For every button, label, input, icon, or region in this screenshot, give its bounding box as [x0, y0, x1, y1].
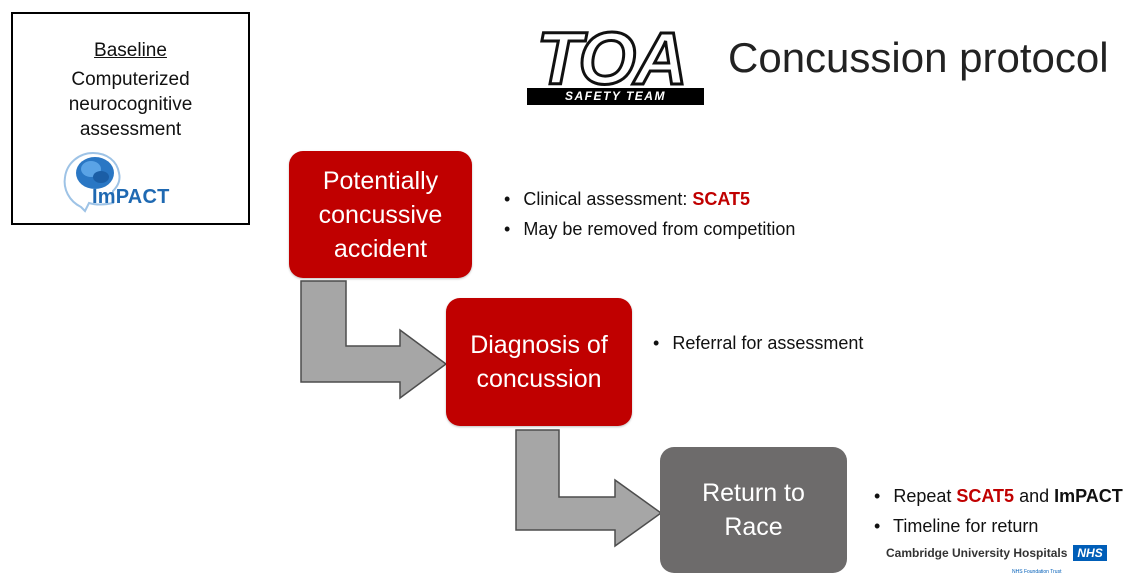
bullet-item: May be removed from competition: [504, 214, 795, 244]
bullet-item: Clinical assessment: SCAT5: [504, 184, 795, 214]
bullet-item: Repeat SCAT5 and ImPACT: [874, 481, 1122, 511]
bullet-item: Referral for assessment: [653, 328, 863, 358]
baseline-line-1: Computerized: [71, 69, 190, 90]
step-3-line-1: Return to: [702, 479, 805, 507]
baseline-box: Baseline Computerized neurocognitive ass…: [11, 12, 250, 225]
toa-logo-text: TOA: [537, 18, 686, 100]
step-box-return-to-race: Return to Race: [660, 447, 847, 573]
baseline-line-2: neurocognitive: [68, 94, 193, 115]
step-1-line-3: accident: [333, 234, 428, 263]
step-2-bullets: Referral for assessment: [653, 328, 863, 358]
toa-logo: TOA: [535, 18, 689, 102]
hospital-name: Cambridge University Hospitals: [886, 546, 1068, 560]
nhs-badge: NHS: [1073, 545, 1107, 561]
step-1-line-1: Potentially: [322, 166, 439, 195]
step-1-line-2: concussive: [318, 200, 443, 229]
hospital-trust: NHS Foundation Trust: [1012, 569, 1062, 575]
step-box-accident: Potentially concussive accident: [289, 151, 472, 278]
impact-logo-text: ImPACT: [92, 186, 170, 208]
step-box-diagnosis: Diagnosis of concussion: [446, 298, 632, 426]
step-1-bullets: Clinical assessment: SCAT5 May be remove…: [504, 184, 795, 244]
baseline-title: Baseline: [94, 40, 167, 61]
step-2-line-1: Diagnosis of: [470, 331, 608, 359]
step-3-bullets: Repeat SCAT5 and ImPACT Timeline for ret…: [874, 481, 1123, 541]
step-2-line-2: concussion: [476, 365, 602, 393]
bullet-item: Timeline for return: [874, 511, 1123, 541]
hospital-logo: Cambridge University Hospitals NHS: [886, 545, 1107, 561]
toa-logo-subtitle: SAFETY TEAM: [527, 88, 704, 105]
baseline-line-3: assessment: [79, 119, 182, 140]
step-3-line-2: Race: [724, 513, 783, 541]
flow-arrow-1: [300, 280, 448, 400]
page-title: Concussion protocol: [728, 34, 1109, 81]
brain-head-icon: [63, 151, 121, 213]
flow-arrow-2: [515, 429, 663, 548]
